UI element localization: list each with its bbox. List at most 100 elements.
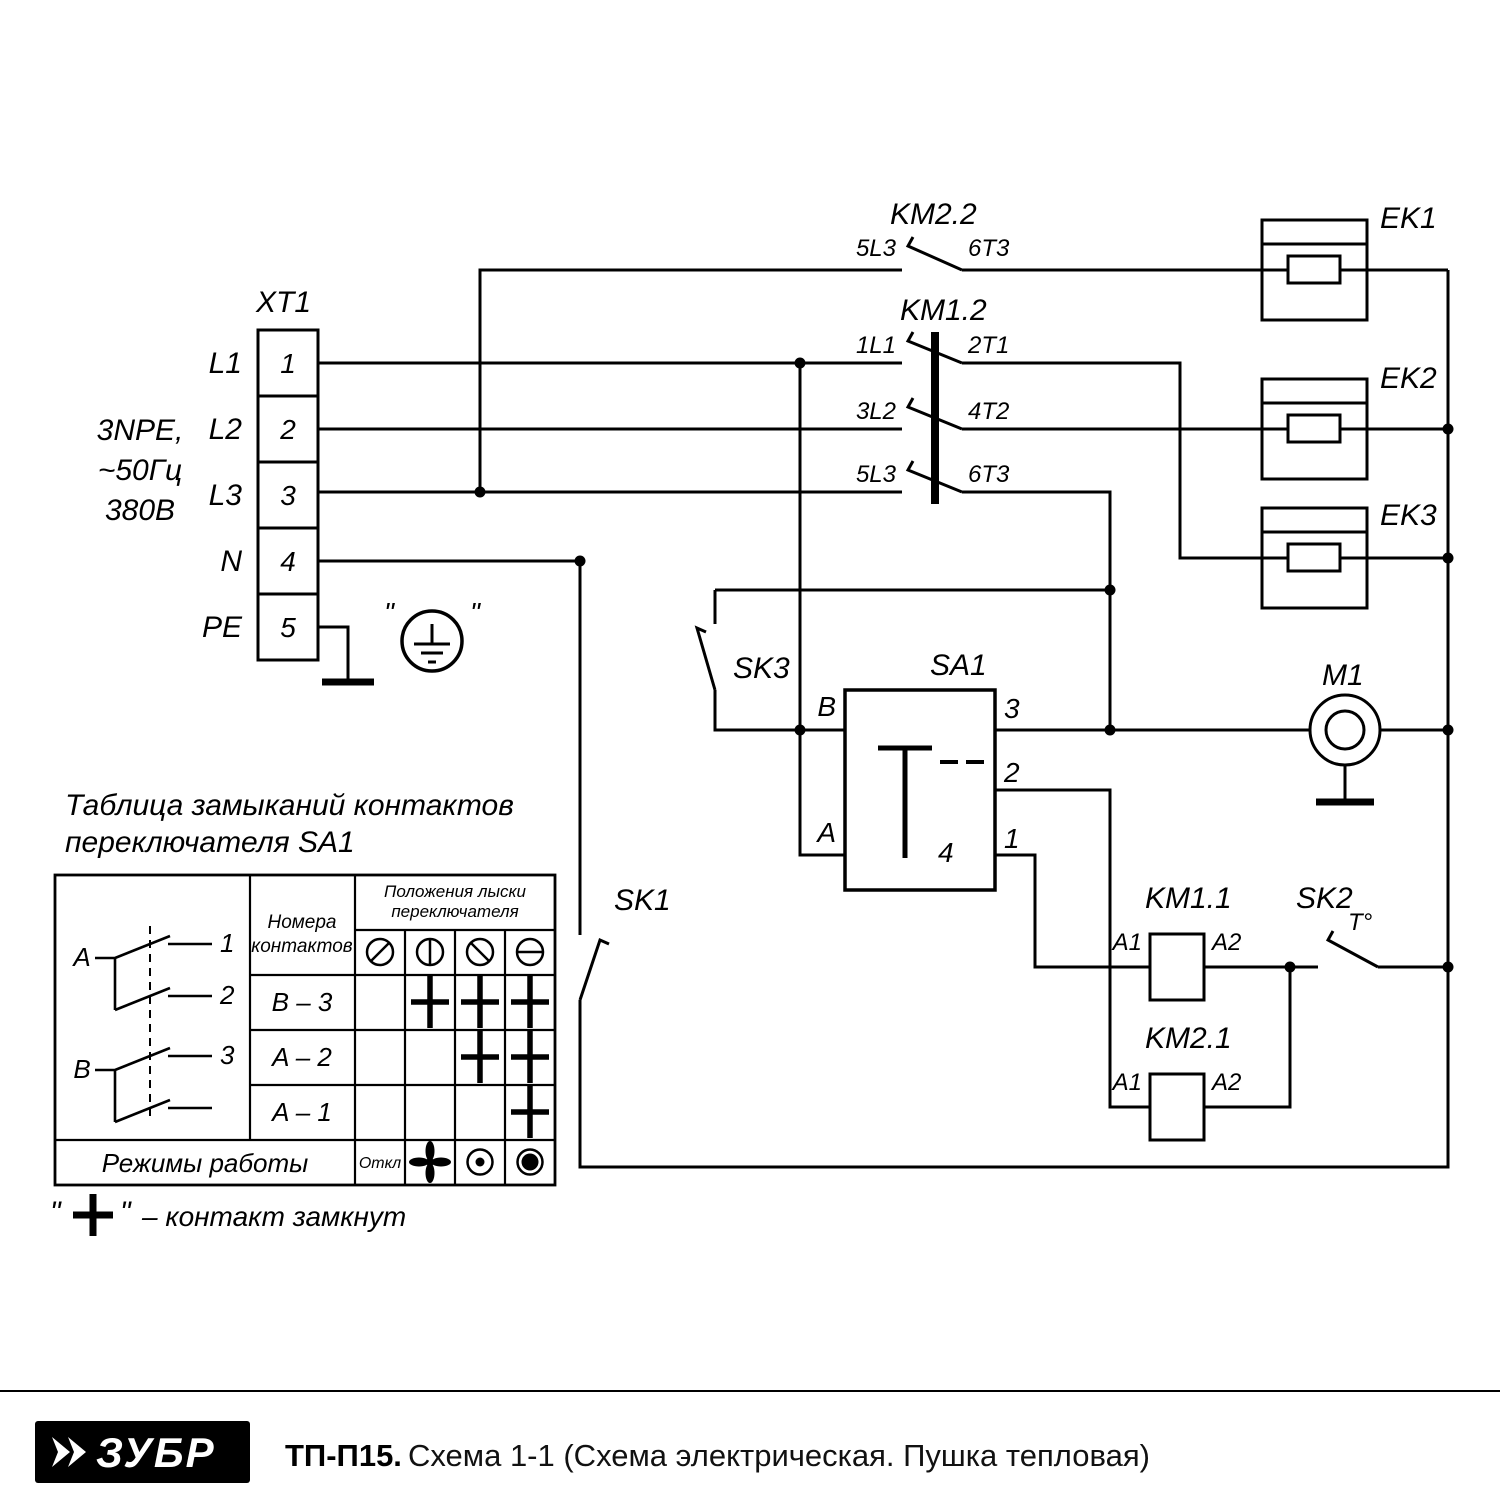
ek2-label: EK2 [1380,362,1437,395]
supply-spec-line3: 380В [105,494,175,527]
heater-ek2 [1260,377,1369,481]
heater-ek1 [1260,218,1369,322]
line-label-n: N [220,545,242,578]
contacts-column-header-line2: контактов [251,936,353,957]
schematic-labels: XT1 1 2 3 4 5 L1 L2 L3 N PE 3NPE, ~50Гц … [97,198,1437,1096]
diagram-contact-num-1: 1 [220,928,234,958]
sk3-contact-blade [694,625,717,691]
xt1-cell-dividers [258,394,318,596]
footer-schema-title: Схема 1-1 (Схема электрическая. Пушка те… [408,1438,1150,1473]
km12-pole2-in: 3L2 [856,398,896,425]
junction-dot [574,555,586,567]
xt1-terminal-number: 4 [280,546,296,577]
fan-mode-icon [409,1141,451,1183]
motor-m1 [1308,693,1382,767]
sa1-terminal-4: 4 [938,837,954,868]
sk2-label: SK2 [1296,882,1353,915]
sa1-terminal-b: B [817,691,836,722]
km11-a2-label: A2 [1210,929,1241,956]
ek3-label: EK3 [1380,499,1437,532]
wire-phase-l3 [318,490,1112,590]
mode-off-label: Откл [359,1155,401,1172]
xt1-terminal-number: 5 [280,612,296,643]
contacts-column-header-line1: Номера [267,912,336,933]
positions-header-line2: переключателя [391,902,518,921]
brand-logo: ЗУБР [35,1421,250,1483]
supply-spec-line1: 3NPE, [97,414,184,447]
selector-switch-sa1 [843,688,997,892]
modes-row-label: Режимы работы [102,1148,309,1178]
xt1-terminal-number: 1 [280,348,296,379]
sa1-contact-table: Таблица замыканий контактов переключател… [50,789,557,1236]
junction-dot [1442,724,1454,736]
diagram-contact-num-2: 2 [219,980,235,1010]
junction-dot [474,486,486,498]
km21-a1-label: A1 [1111,1069,1142,1096]
km21-a2-label: A2 [1210,1069,1241,1096]
sk2-temperature-label: T° [1348,909,1373,936]
sa1-terminal-2: 2 [1003,757,1020,788]
closed-contact-cross [411,976,449,1028]
table-row-contact: B – 3 [272,987,333,1017]
sa1-terminal-3: 3 [1004,693,1020,724]
sk2-contact-blade [1325,930,1379,969]
line-label-l1: L1 [209,347,242,380]
km11-a1-label: A1 [1111,929,1142,956]
xt1-label: XT1 [255,286,311,319]
positions-header-line1: Положения лыски [384,882,526,901]
km12-pole1-out: 2T1 [967,332,1009,359]
diagram-side-a-label: A [71,942,90,972]
sk3-label: SK3 [733,652,790,685]
closed-contact-cross [511,1086,549,1138]
line-label-l3: L3 [209,479,243,512]
km12-pole2-out: 4T2 [968,398,1009,425]
ek1-label: EK1 [1380,202,1437,235]
sk1-contact-blade [578,937,610,1001]
junction-dot [1104,584,1116,596]
wire-sa1-contact2-to-km21 [995,788,1150,1109]
km12-contact-blades [905,331,963,494]
km22-out-label: 6T3 [968,235,1010,262]
junction-dot [1442,423,1454,435]
brand-name: ЗУБР [96,1429,216,1476]
half-heat-mode-icon [466,1148,494,1176]
wire-m1-connections [1343,728,1448,800]
legend-quote-close: " [120,1196,132,1229]
km22-in-label: 5L3 [856,235,897,262]
xt1-terminal-number: 3 [280,480,296,511]
brand-chevron-icon [52,1437,70,1467]
junction-dot [794,357,806,369]
wire-sa1-common-feed [798,363,845,857]
km12-pole3-in: 5L3 [856,461,897,488]
sa1-terminal-a: A [815,817,836,848]
junction-dot [794,724,806,736]
footer: ЗУБР ТП-П15. Схема 1-1 (Схема электричес… [0,1390,1500,1483]
km12-pole3-out: 6T3 [968,461,1010,488]
table-row-contact: A – 2 [270,1042,332,1072]
sa1-terminal-1: 1 [1004,823,1020,854]
km12-label: KM1.2 [900,294,987,327]
table-title-line1: Таблица замыканий контактов [65,789,514,822]
earth-quote-left: " [384,597,395,628]
footer-model: ТП-П15. [285,1438,402,1473]
wire-coil-returns [1204,965,1318,1109]
knob-position-icon-1 [365,937,395,967]
junction-dots [474,357,1454,973]
table-title-line2: переключателя SA1 [65,826,355,859]
sk1-label: SK1 [614,884,671,917]
km11-label: KM1.1 [1145,882,1232,915]
wire-pe [318,625,350,680]
earth-glyph [414,624,450,664]
wire-sa1-contact1-to-km11 [995,853,1150,969]
km22-label: KM2.2 [890,198,977,231]
diagram-side-b-label: B [73,1054,90,1084]
junction-dot [1284,961,1296,973]
junction-dot [1104,724,1116,736]
m1-label: M1 [1322,659,1364,692]
knob-position-icon-2 [415,937,445,967]
contactor-coil-km11 [1148,932,1206,1002]
table-contact-blades [95,934,171,1124]
wire-sk3-bypass [713,588,1112,732]
sa1-label: SA1 [930,649,987,682]
